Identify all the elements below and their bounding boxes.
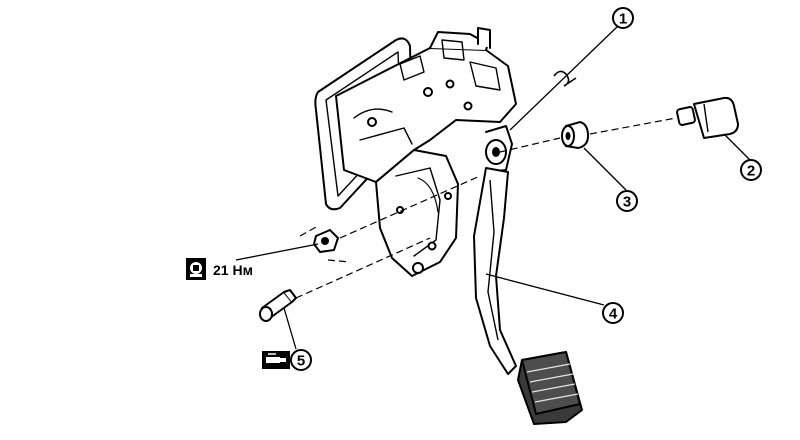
callout-4: 4 xyxy=(602,302,624,324)
grease-lubricant-icon xyxy=(262,351,290,369)
callout-3-number: 3 xyxy=(623,194,631,211)
torque-spec: 21 Нм xyxy=(186,258,253,280)
callout-3: 3 xyxy=(616,190,638,212)
pedal-pad xyxy=(517,351,583,425)
callout-2: 2 xyxy=(740,159,762,181)
pedal-bracket xyxy=(314,27,517,277)
clutch-switch xyxy=(676,96,739,139)
shoulder-bolt xyxy=(259,289,297,322)
callout-5: 5 xyxy=(290,349,312,371)
callout-4-number: 4 xyxy=(609,306,618,323)
pedal-nut xyxy=(312,228,340,254)
callout-1: 1 xyxy=(612,7,634,29)
torque-value: 21 Нм xyxy=(213,262,253,278)
callout-5-number: 5 xyxy=(297,353,305,370)
assembly-guide-lines xyxy=(295,117,677,299)
callout-2-number: 2 xyxy=(747,163,755,180)
pedal-arm xyxy=(473,167,517,375)
torque-wrench-icon xyxy=(186,258,206,280)
leader-lines xyxy=(235,25,753,350)
pedal-stopper-bushing xyxy=(561,120,590,150)
callout-1-number: 1 xyxy=(619,11,627,28)
spring-clip xyxy=(553,70,577,87)
